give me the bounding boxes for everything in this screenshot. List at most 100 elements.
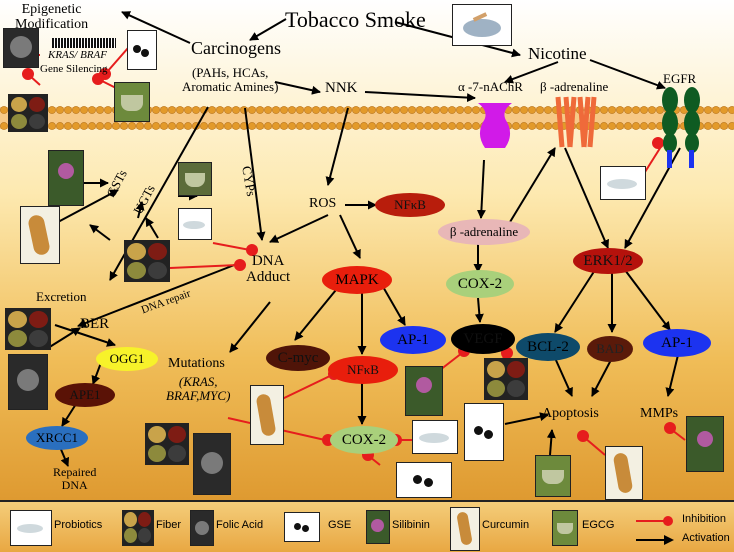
membrane-head [648,122,656,130]
node-nfkb-mid: NFκB [328,356,398,384]
membrane-head [544,122,552,130]
membrane-head [328,106,336,114]
membrane-head [320,106,328,114]
membrane-head [80,106,88,114]
node-ap1-mid: AP-1 [380,326,446,354]
probiotics-image-3 [412,420,458,454]
membrane-head [144,122,152,130]
fiber-image-2 [124,240,170,282]
membrane-head [392,122,400,130]
legend-label-folic-acid: Folic Acid [216,519,264,531]
node-c-myc: C-myc [266,345,330,371]
membrane-head [128,122,136,130]
ashtray-image [452,4,512,46]
legend-label-activation: Activation [682,532,730,544]
legend-bar: Probiotics Fiber Folic Acid GSE Silibini… [0,500,734,552]
membrane-head [456,122,464,130]
membrane-head [456,106,464,114]
label-repaired-dna: Repaired DNA [53,465,97,492]
node-cox2-low: COX-2 [330,426,398,454]
label-apoptosis: Apoptosis [542,406,599,421]
membrane-head [640,106,648,114]
node-bcl2: BCL-2 [516,333,580,361]
membrane-head [216,122,224,130]
node-ap1-right: AP-1 [643,329,711,357]
probiotics-icon [10,510,52,546]
activation-arrows [47,11,681,467]
membrane-head [448,122,456,130]
label-mutations-genes: (KRAS, BRAF,MYC) [166,374,231,403]
membrane-head [616,122,624,130]
membrane-head [264,106,272,114]
membrane-head [512,106,520,114]
folic-acid-icon [190,510,214,546]
membrane-head [80,122,88,130]
label-mmps: MMPs [640,406,679,421]
label-mutations: Mutations [168,356,225,371]
membrane-head [600,106,608,114]
legend-label-fiber: Fiber [156,519,182,531]
membrane-head [720,122,728,130]
membrane-head [640,122,648,130]
legend-label-probiotics: Probiotics [54,519,103,531]
membrane-head [472,122,480,130]
membrane-head [280,106,288,114]
membrane-head [0,106,8,114]
egcg-image-2 [178,162,212,196]
label-b-adrenaline-receptor: β -adrenaline [540,79,609,94]
membrane-head [296,122,304,130]
membrane-head [464,122,472,130]
membrane-head [432,106,440,114]
membrane-head [224,106,232,114]
membrane-head [248,122,256,130]
label-nicotine: Nicotine [528,44,587,63]
curcumin-icon [450,507,480,551]
membrane-head [336,106,344,114]
membrane-head [376,122,384,130]
membrane-head [520,122,528,130]
fiber-image [8,94,48,132]
title-tobacco-smoke: Tobacco Smoke [285,7,426,32]
dna-strand-icon [52,38,116,48]
fiber-icon [122,510,154,546]
membrane-head [368,106,376,114]
membrane-head [720,106,728,114]
beta-adrenergic-receptor [555,96,597,148]
label-epigenetic-modification: Epigenetic Modification [15,2,89,32]
membrane-head [368,122,376,130]
membrane-head [616,106,624,114]
fiber-image-5 [484,358,528,400]
membrane-head [728,122,734,130]
membrane-head [280,122,288,130]
membrane-head [608,106,616,114]
fiber-image-4 [145,423,189,465]
membrane-head [72,122,80,130]
membrane-head [224,122,232,130]
membrane-head [272,122,280,130]
membrane-head [528,106,536,114]
membrane-head [464,106,472,114]
curcumin-image [20,206,60,264]
membrane-head [296,106,304,114]
membrane-head [328,122,336,130]
membrane-head [704,122,712,130]
curcumin-image-3 [605,446,643,500]
node-bad: BAD [587,336,633,362]
cell-membrane [0,106,734,130]
gse-image-3 [396,462,452,498]
membrane-head [176,122,184,130]
legend-label-egcg: EGCG [582,519,615,531]
membrane-head [448,106,456,114]
membrane-head [712,106,720,114]
label-excretion: Excretion [36,289,87,304]
membrane-head [704,106,712,114]
membrane-head [256,122,264,130]
membrane-head [416,122,424,130]
membrane-head [632,106,640,114]
membrane-head [256,106,264,114]
label-kras-braf: KRAS/ BRAF [48,49,107,61]
membrane-head [104,106,112,114]
label-ber: BER [80,316,110,332]
membrane-head [88,122,96,130]
